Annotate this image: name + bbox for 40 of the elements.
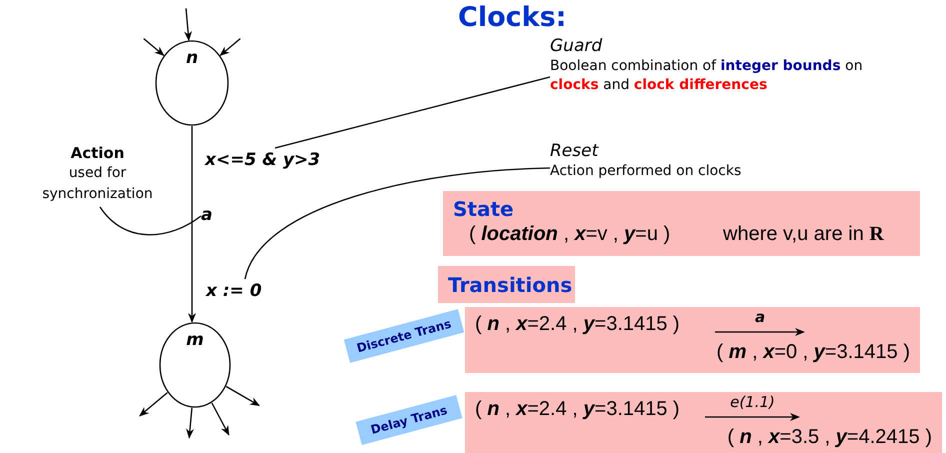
panel-heading: State <box>453 197 514 221</box>
state-circle <box>155 40 229 126</box>
annotation-text: Boolean combination of integer bounds on clocks and clock differences <box>550 57 864 95</box>
state-name: n <box>184 48 200 68</box>
transition-panel <box>465 307 920 373</box>
arrow <box>143 38 164 56</box>
leader-line <box>274 76 550 149</box>
leader-line <box>244 167 550 280</box>
arrow <box>226 386 260 406</box>
state-circle <box>159 322 231 408</box>
annotation-text: used for synchronization <box>41 164 154 204</box>
state-panel <box>443 191 920 256</box>
arrow <box>139 392 168 416</box>
transition-action-label: e(1.1) <box>729 393 776 411</box>
configuration: ( n , x=2.4 , y=3.1415 ) <box>475 398 680 421</box>
arrow <box>220 38 241 56</box>
transition-type-tag: Discrete Trans <box>344 309 464 363</box>
annotation-heading: Reset <box>550 140 600 162</box>
state-formula: ( location , x=v , y=u ) <box>469 223 670 246</box>
arrow <box>188 126 196 323</box>
leader-line <box>99 206 202 236</box>
configuration: ( m , x=0 , y=3.1415 ) <box>716 341 910 364</box>
arrow <box>211 402 230 436</box>
annotation-text: Action performed on clocks <box>550 162 742 181</box>
transition-label: x<=5 & y>3 <box>205 149 320 172</box>
transition-type-tag: Delay Trans <box>356 394 462 446</box>
annotation-heading: Guard <box>550 35 604 57</box>
arrow <box>186 408 194 439</box>
configuration: ( n , x=2.4 , y=3.1415 ) <box>475 313 680 336</box>
annotation-heading: Action <box>70 143 126 163</box>
section-heading: Transitions <box>438 266 575 303</box>
arrow <box>184 8 192 42</box>
transition-label: a <box>201 204 212 227</box>
configuration: ( n , x=3.5 , y=4.2415 ) <box>727 426 932 449</box>
state-name: m <box>185 330 205 350</box>
transition-label: x := 0 <box>206 280 262 303</box>
transition-action-label: a <box>754 308 766 326</box>
title: Clocks: <box>458 2 566 33</box>
state-note: where v,u are in R <box>723 223 884 246</box>
transition-panel <box>465 392 942 453</box>
